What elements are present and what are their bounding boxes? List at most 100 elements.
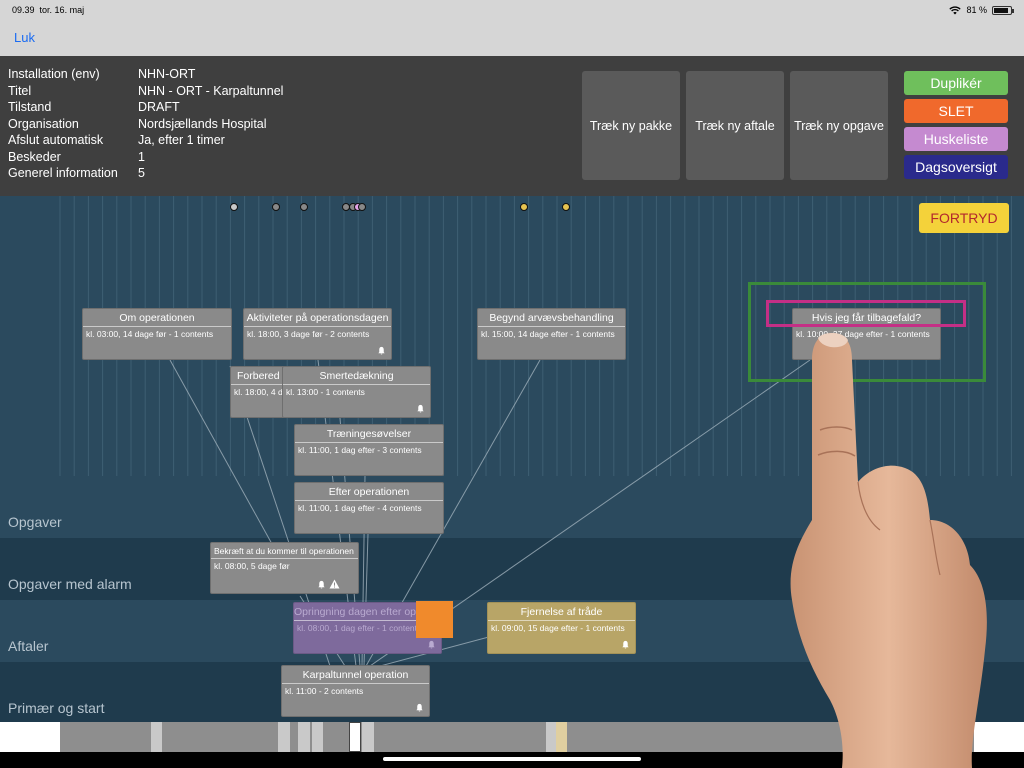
info-value: NHN-ORT <box>138 67 196 81</box>
card-bekraeft[interactable]: Bekræft at du kommer til operationen kl.… <box>210 542 359 594</box>
card-title: Hvis jeg får tilbagefald? <box>811 312 922 324</box>
card-subtitle: kl. 11:00, 1 dag efter - 4 contents <box>295 500 443 513</box>
lane-tasks: Opgaver <box>0 476 1024 538</box>
bell-icon <box>318 580 325 589</box>
info-key: Installation (env) <box>8 67 100 81</box>
info-key: Beskeder <box>8 149 61 164</box>
card-efter-operationen[interactable]: Efter operationen kl. 11:00, 1 dag efter… <box>294 482 444 534</box>
timeline-scrubber[interactable] <box>0 722 1024 752</box>
info-row: Generel information 5 <box>8 165 283 182</box>
info-key: Organisation <box>8 116 79 131</box>
card-title: Aktiviteter på operationsdagen <box>246 312 389 324</box>
info-row: Afslut automatisk Ja, efter 1 timer <box>8 132 283 149</box>
drag-new-appointment-button[interactable]: Træk ny aftale <box>686 71 784 180</box>
scrubber-track[interactable] <box>60 722 974 752</box>
bell-icon <box>417 404 424 413</box>
drag-new-task-button[interactable]: Træk ny opgave <box>790 71 888 180</box>
scrubber-thumb[interactable] <box>349 722 361 752</box>
card-subtitle: kl. 08:00, 1 dag efter - 1 contents <box>294 620 441 633</box>
undo-button[interactable]: FORTRYD <box>919 203 1009 233</box>
drag-placeholder[interactable] <box>416 601 453 638</box>
duplicate-button[interactable]: Duplikér <box>904 71 1008 95</box>
card-subtitle: kl. 10:00, 37 dage efter - 1 contents <box>793 326 940 339</box>
card-title: Efter operationen <box>328 486 410 498</box>
card-subtitle: kl. 18:00, 4 d <box>231 384 309 397</box>
info-row: Installation (env) NHN-ORT <box>8 66 283 83</box>
card-subtitle: kl. 08:00, 5 dage før <box>211 558 358 571</box>
bell-icon <box>416 703 423 712</box>
lane-label: Primær og start <box>8 700 105 716</box>
info-value: DRAFT <box>138 100 180 114</box>
info-value: NHN - ORT - Karpaltunnel <box>138 83 284 98</box>
close-button[interactable]: Luk <box>14 30 35 45</box>
battery-icon <box>992 5 1014 15</box>
battery-percent: 81 % <box>966 5 987 15</box>
info-value: Ja, efter 1 timer <box>138 133 225 147</box>
timeline-marker[interactable] <box>230 203 238 211</box>
info-value: 1 <box>138 149 145 164</box>
day-overview-button[interactable]: Dagsoversigt <box>904 155 1008 179</box>
info-row: Organisation Nordsjællands Hospital <box>8 116 283 133</box>
card-smertedaekning[interactable]: Smertedækning kl. 13:00 - 1 contents <box>282 366 431 418</box>
card-tilbagefald[interactable]: Hvis jeg får tilbagefald? kl. 10:00, 37 … <box>792 308 941 360</box>
scrubber-segment <box>151 722 162 752</box>
info-key: Generel information <box>8 166 118 180</box>
timeline-canvas[interactable]: Opgaver Opgaver med alarm Aftaler Primær… <box>0 196 1024 722</box>
info-key: Afslut automatisk <box>8 133 104 147</box>
home-bar <box>0 752 1024 768</box>
card-title: Opringning dagen efter operation <box>294 606 442 618</box>
info-row: Beskeder 1 <box>8 149 283 166</box>
timeline-marker[interactable] <box>520 203 528 211</box>
warning-icon <box>329 579 340 589</box>
card-karpaltunnel-operation[interactable]: Karpaltunnel operation kl. 11:00 - 2 con… <box>281 665 430 717</box>
card-subtitle: kl. 15:00, 14 dage efter - 1 contents <box>478 326 625 339</box>
card-title: Træningesøvelser <box>326 428 412 440</box>
timeline-marker[interactable] <box>562 203 570 211</box>
scrubber-segment <box>278 722 290 752</box>
lane-primary: Primær og start <box>0 662 1024 722</box>
delete-button[interactable]: SLET <box>904 99 1008 123</box>
timeline-marker[interactable] <box>300 203 308 211</box>
bell-icon <box>378 346 385 355</box>
card-aktiviteter[interactable]: Aktiviteter på operationsdagen kl. 18:00… <box>243 308 392 360</box>
lane-tasks-alarm: Opgaver med alarm <box>0 538 1024 600</box>
scrubber-segment <box>556 722 567 752</box>
checklist-button[interactable]: Huskeliste <box>904 127 1008 151</box>
home-indicator[interactable] <box>383 757 641 761</box>
card-title: Smertedækning <box>319 370 394 382</box>
nav-bar: Luk <box>0 20 1024 56</box>
card-subtitle: kl. 18:00, 3 dage før - 2 contents <box>244 326 391 339</box>
card-subtitle: kl. 13:00 - 1 contents <box>283 384 430 397</box>
timeline-marker[interactable] <box>358 203 366 211</box>
scrubber-segment <box>298 722 310 752</box>
card-title: Bekræft at du kommer til operationen <box>214 546 354 556</box>
info-value: 5 <box>138 166 145 180</box>
card-subtitle: kl. 11:00, 1 dag efter - 3 contents <box>295 442 443 455</box>
card-title: Om operationen <box>119 312 195 324</box>
info-value: Nordsjællands Hospital <box>138 116 267 131</box>
bell-icon <box>428 640 435 649</box>
scrubber-segment <box>312 722 323 752</box>
card-traeningsoevelser[interactable]: Træningesøvelser kl. 11:00, 1 dag efter … <box>294 424 444 476</box>
status-time: 09.39 tor. 16. maj <box>12 5 85 15</box>
card-om-operationen[interactable]: Om operationen kl. 03:00, 14 dage før - … <box>82 308 232 360</box>
card-title: Begynd arvævsbehandling <box>489 312 614 324</box>
lane-label: Opgaver med alarm <box>8 576 132 592</box>
wifi-icon <box>949 5 962 14</box>
card-subtitle: kl. 09:00, 15 dage efter - 1 contents <box>488 620 635 633</box>
lane-label: Aftaler <box>8 638 49 654</box>
card-subtitle: kl. 11:00 - 2 contents <box>282 683 429 696</box>
card-title: Forbered <box>237 370 280 382</box>
drag-new-package-button[interactable]: Træk ny pakke <box>582 71 680 180</box>
status-right: 81 % <box>949 5 1014 15</box>
timeline-marker[interactable] <box>272 203 280 211</box>
card-arvaevsbehandling[interactable]: Begynd arvævsbehandling kl. 15:00, 14 da… <box>477 308 626 360</box>
card-fjernelse[interactable]: Fjernelse af tråde kl. 09:00, 15 dage ef… <box>487 602 636 654</box>
scrubber-segment <box>546 722 556 752</box>
lane-label: Opgaver <box>8 514 62 530</box>
card-title: Fjernelse af tråde <box>520 606 603 618</box>
